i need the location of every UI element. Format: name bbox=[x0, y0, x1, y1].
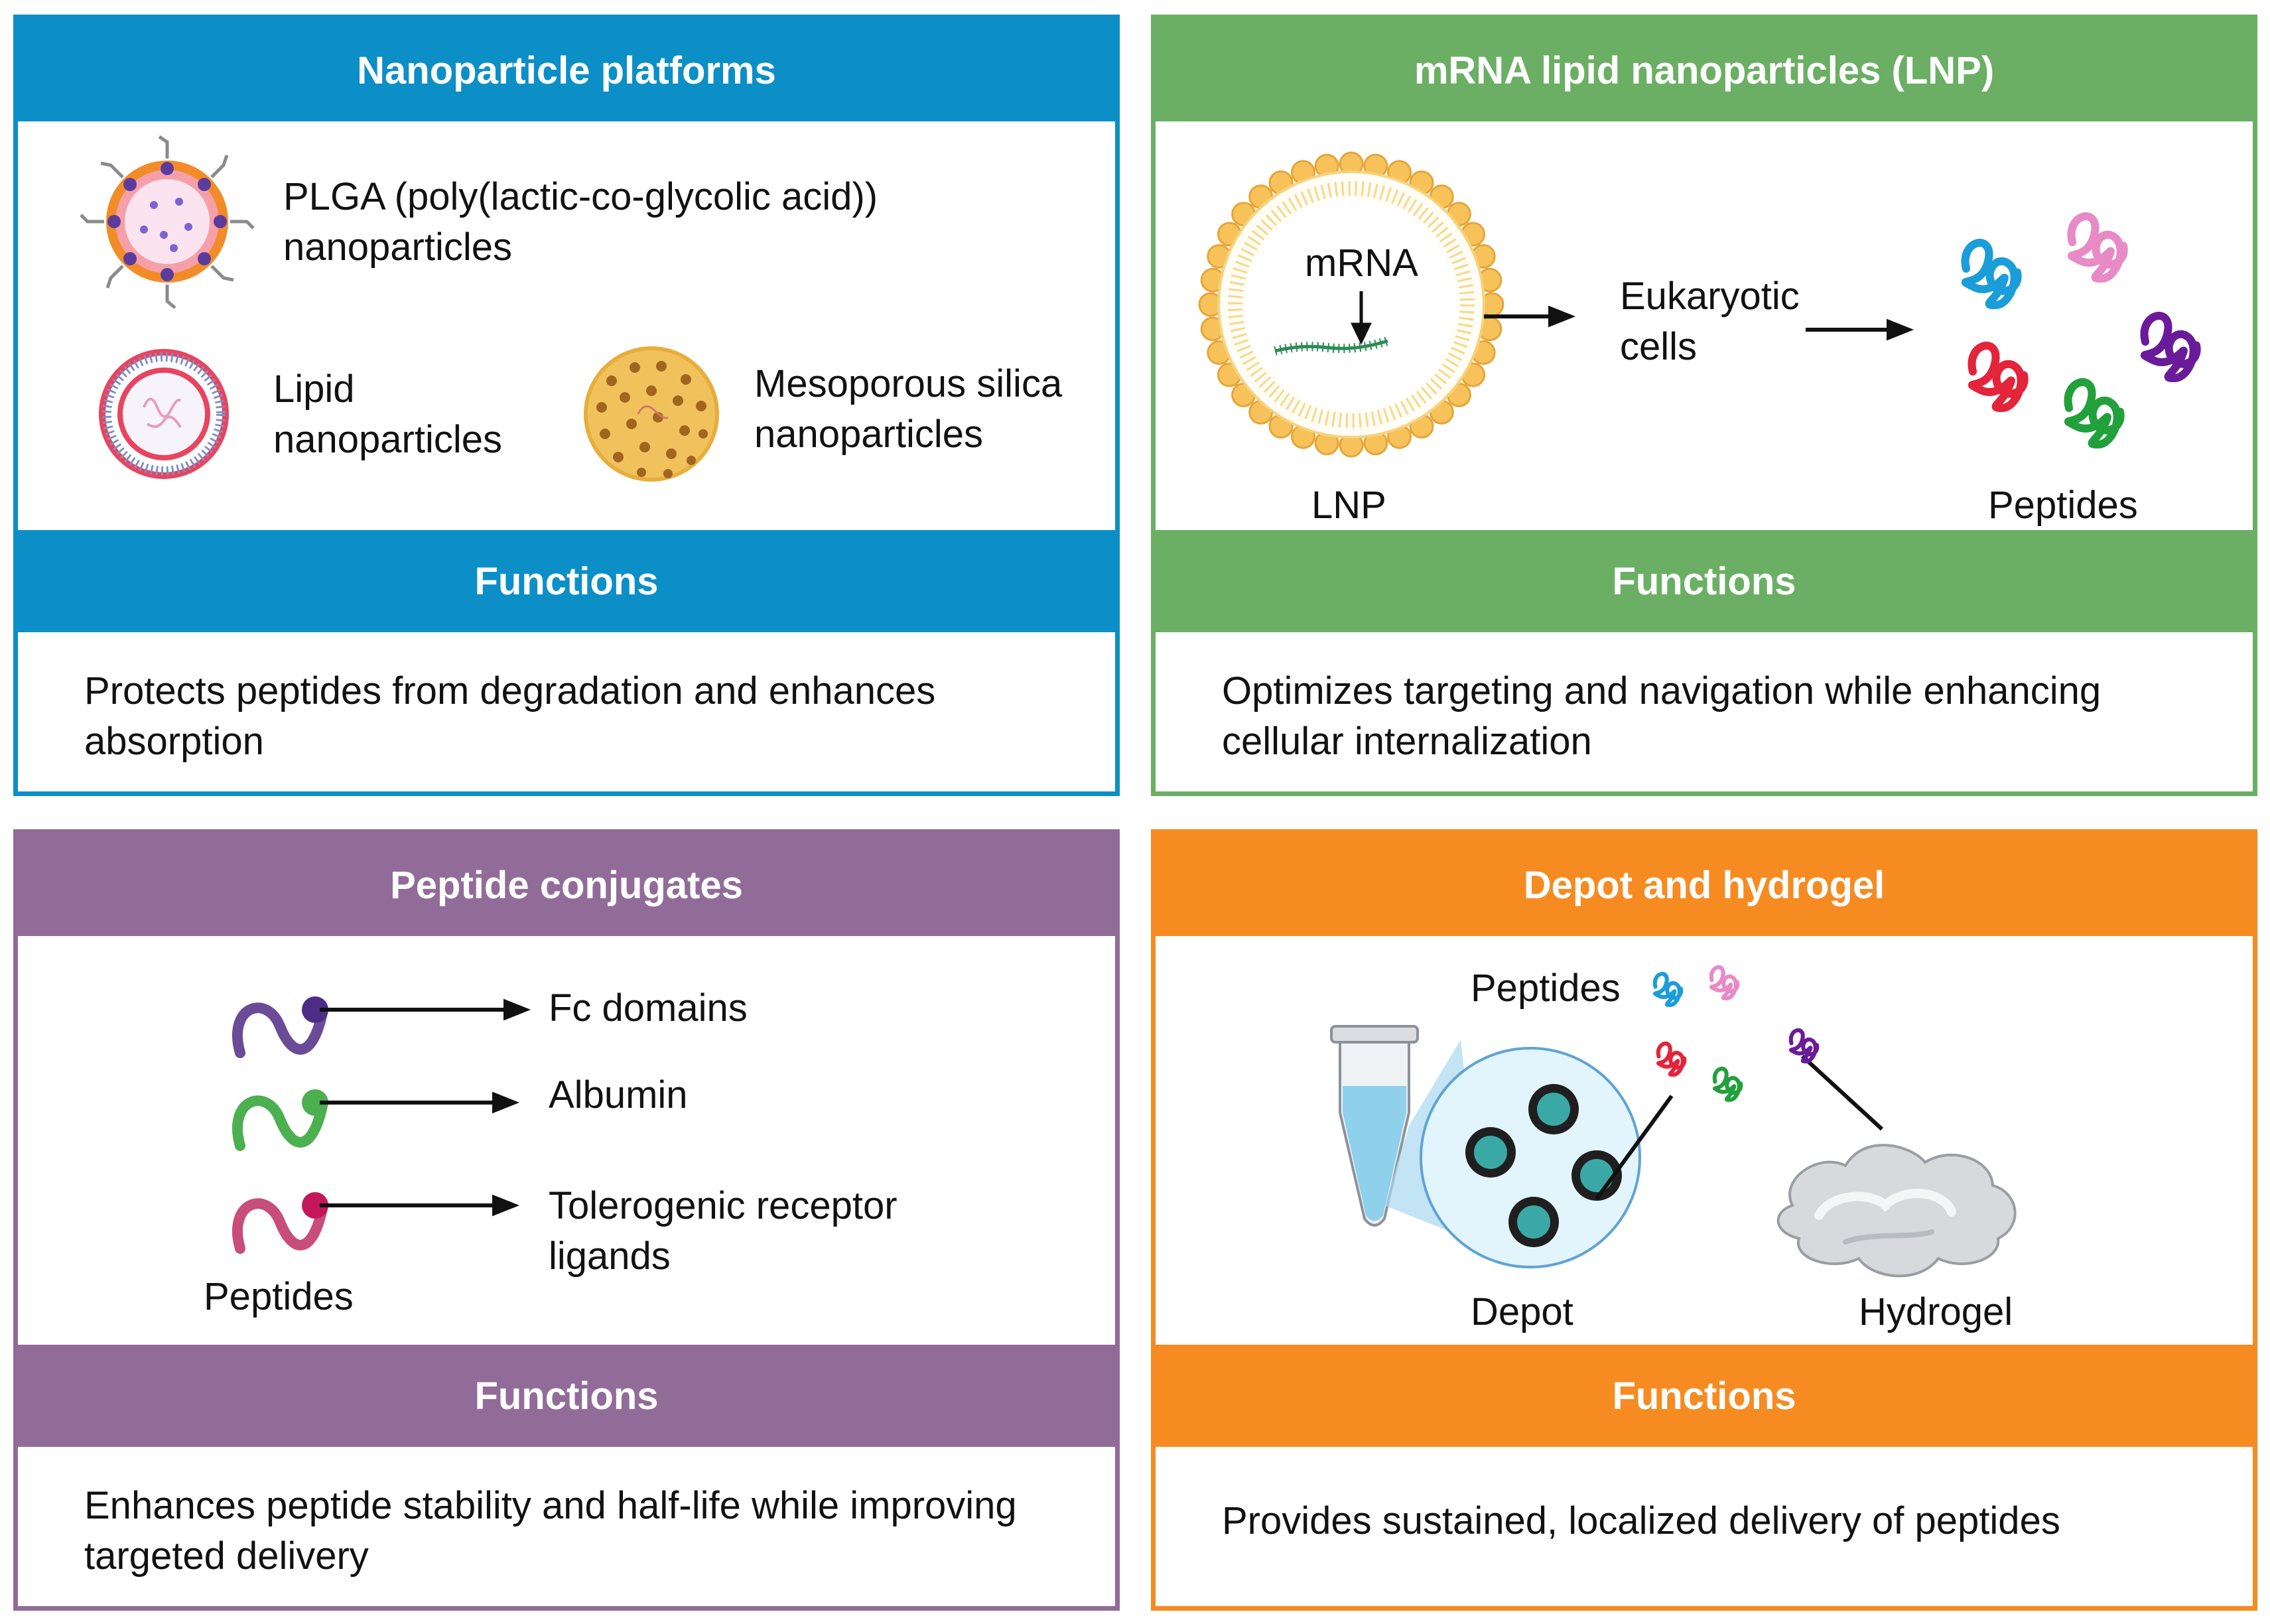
albumin-conjugate bbox=[232, 1089, 328, 1151]
fc-label: Fc domains bbox=[549, 986, 748, 1030]
peptide-tangle-icon bbox=[2064, 378, 2125, 449]
hydrogel-icon bbox=[1776, 1144, 2017, 1278]
depot-circle bbox=[1420, 1047, 1641, 1268]
arrow-icon bbox=[1484, 305, 1914, 341]
mrna-strand bbox=[1274, 336, 1390, 356]
panel-title: Nanoparticle platforms bbox=[18, 19, 1115, 121]
cells-label-line1: Eukaryotic bbox=[1620, 275, 1800, 318]
depot-particle-core bbox=[1474, 1136, 1507, 1169]
hydrogel-label: Hydrogel bbox=[1859, 1290, 2013, 1333]
peptide-tangle-icon bbox=[1968, 342, 2029, 413]
peptide-tangle-icon bbox=[1709, 965, 1740, 1001]
lnp-illustrations bbox=[1198, 151, 2201, 458]
functions-text: Optimizes targeting and navigation while… bbox=[1222, 669, 2102, 763]
silica-nanoparticle-icon bbox=[584, 346, 719, 482]
peptide-tangle-icon bbox=[1652, 972, 1684, 1008]
peptides-label: Peptides bbox=[204, 1275, 354, 1318]
panel-nanoparticle-platforms: Nanoparticle platforms bbox=[13, 15, 1120, 796]
peptide-tangle-icon bbox=[2140, 312, 2201, 383]
mrna-label: mRNA bbox=[1305, 241, 1418, 285]
peptides-label: Peptides bbox=[1988, 484, 2138, 527]
leader-lines bbox=[1595, 1054, 1884, 1200]
panel-title: Depot and hydrogel bbox=[1156, 834, 2253, 936]
arrow-icon bbox=[320, 1091, 520, 1114]
lnp-icon bbox=[1198, 151, 1504, 458]
lnp-label: LNP bbox=[1311, 484, 1386, 527]
peptide-tangle-icon bbox=[1712, 1067, 1743, 1103]
tolerogenic-conjugate bbox=[232, 1192, 328, 1254]
albumin-label: Albumin bbox=[549, 1073, 688, 1116]
fc-conjugate bbox=[232, 996, 328, 1058]
arrow-icon bbox=[1351, 291, 1372, 345]
functions-text: Enhances peptide stability and half-life… bbox=[84, 1484, 1017, 1578]
arrow-icon bbox=[320, 998, 531, 1021]
conjugate-illustrations bbox=[232, 996, 531, 1254]
cells-label-line2: cells bbox=[1620, 325, 1698, 368]
functions-heading: Functions bbox=[1156, 1345, 2253, 1447]
plga-nanoparticle-icon bbox=[80, 135, 255, 309]
panel-peptide-conjugates: Peptide conjugates Fc domains Albumin To… bbox=[13, 829, 1120, 1611]
arrow-icon bbox=[320, 1194, 520, 1217]
depot-particle-core bbox=[1580, 1159, 1613, 1192]
peptides-label: Peptides bbox=[1471, 967, 1621, 1010]
peptide-tangle-icon bbox=[1961, 239, 2022, 310]
panel-title: Peptide conjugates bbox=[18, 834, 1115, 936]
panel-title: mRNA lipid nanoparticles (LNP) bbox=[1156, 19, 2253, 121]
depot-illustrations bbox=[1330, 965, 2017, 1278]
peptide-tangle-icon bbox=[1652, 965, 1820, 1103]
tube-icon bbox=[1330, 1025, 1419, 1227]
tolerogenic-label-line2: ligands bbox=[549, 1235, 671, 1278]
lipid-nanoparticle-icon bbox=[99, 349, 229, 479]
peptide-tangle-icon bbox=[2067, 212, 2128, 283]
tolerogenic-label-line1: Tolerogenic receptor bbox=[549, 1184, 898, 1227]
lipid-label-line1: Lipid bbox=[273, 368, 355, 411]
depot-particle-core bbox=[1517, 1205, 1550, 1239]
functions-text: Protects peptides from degradation and e… bbox=[84, 669, 936, 763]
peptide-tangle-icon bbox=[1788, 1028, 1820, 1064]
functions-heading: Functions bbox=[18, 1345, 1115, 1447]
functions-text: Provides sustained, localized delivery o… bbox=[1222, 1499, 2060, 1542]
depot-label: Depot bbox=[1471, 1290, 1573, 1333]
functions-heading: Functions bbox=[1156, 530, 2253, 632]
functions-heading: Functions bbox=[18, 530, 1115, 632]
silica-label-line1: Mesoporous silica bbox=[754, 362, 1063, 405]
peptide-tangle-icon bbox=[1656, 1042, 1687, 1077]
panel-depot-hydrogel: Depot and hydrogel Peptides Depot Hy bbox=[1151, 829, 2257, 1611]
peptide-tangle-icon bbox=[1961, 212, 2201, 449]
plga-label-line1: PLGA (poly(lactic-co-glycolic acid)) bbox=[283, 175, 878, 218]
plga-label-line2: nanoparticles bbox=[283, 226, 512, 269]
depot-particle-core bbox=[1537, 1093, 1570, 1126]
panel-mrna-lnp: mRNA lipid nanoparticles (LNP) mRNA LNP bbox=[1151, 15, 2257, 796]
nanoparticle-illustrations bbox=[80, 135, 719, 482]
lipid-label-line2: nanoparticles bbox=[273, 418, 502, 461]
silica-label-line2: nanoparticles bbox=[754, 413, 983, 456]
